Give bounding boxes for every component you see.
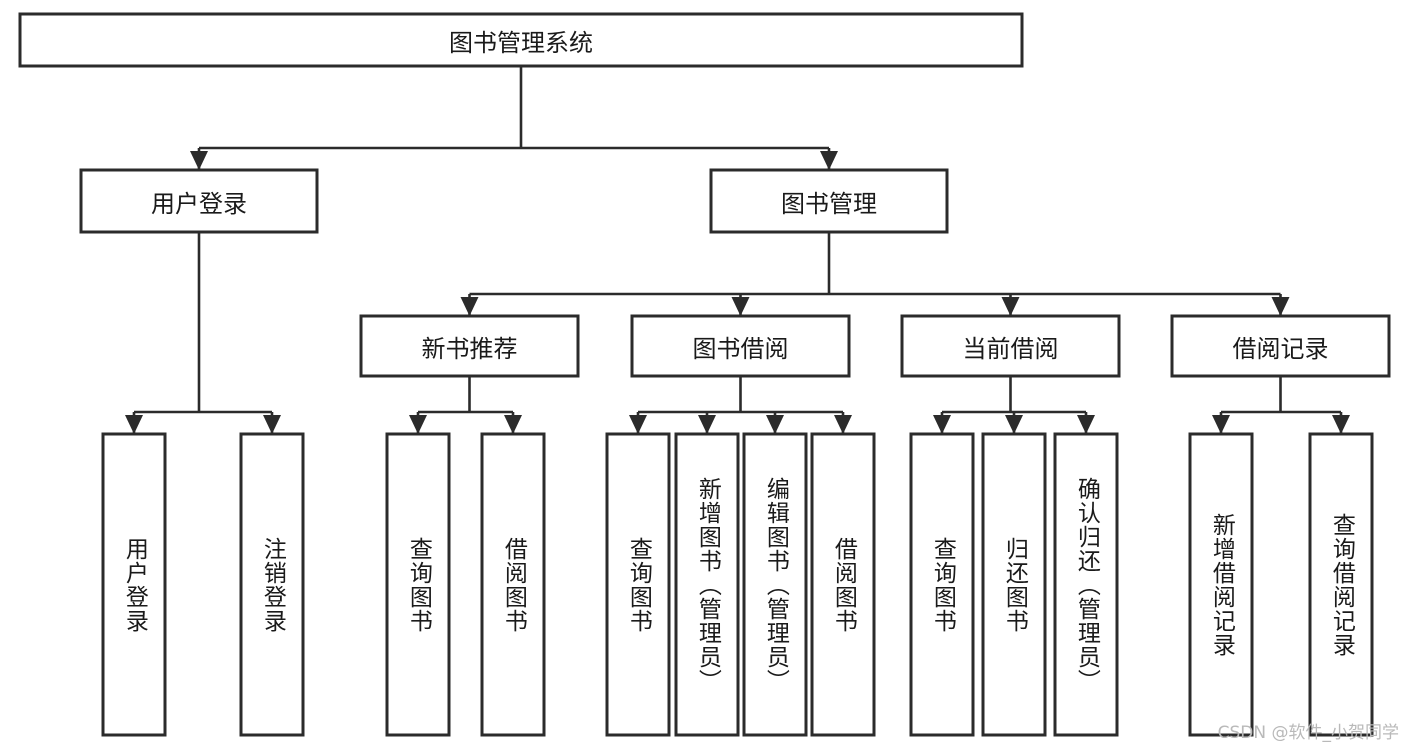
node-box-leaf-edit-book[interactable] xyxy=(742,432,808,737)
edge-arrowhead xyxy=(766,415,784,434)
node-box-new-book-rec[interactable] xyxy=(359,314,580,378)
edge-arrowhead xyxy=(933,415,951,434)
edge-arrowhead xyxy=(1001,297,1020,316)
node-box-leaf-add-book[interactable] xyxy=(674,432,740,737)
node-box-leaf-return-book[interactable] xyxy=(981,432,1047,737)
edge-arrowhead xyxy=(820,151,838,170)
edge-arrowhead xyxy=(504,415,522,434)
node-box-leaf-confirm-return[interactable] xyxy=(1053,432,1119,737)
node-box-leaf-user-login[interactable] xyxy=(101,432,167,737)
edge-arrowhead xyxy=(1077,415,1095,434)
node-box-leaf-add-record[interactable] xyxy=(1188,432,1254,737)
edge-arrowhead xyxy=(629,415,647,434)
node-box-leaf-query-book-3[interactable] xyxy=(909,432,975,737)
edge-arrowhead xyxy=(190,151,208,170)
node-box-leaf-query-record[interactable] xyxy=(1308,432,1374,737)
edge-arrowhead xyxy=(460,297,479,316)
edge-arrowhead xyxy=(1005,415,1023,434)
node-box-current-borrow[interactable] xyxy=(900,314,1121,378)
node-box-user-login[interactable] xyxy=(79,168,319,234)
edge-arrowhead xyxy=(125,415,143,434)
edge-arrowhead xyxy=(1271,297,1290,316)
node-box-leaf-query-book-2[interactable] xyxy=(605,432,671,737)
watermark-text: CSDN @软件_小贺同学 xyxy=(1217,723,1399,743)
node-box-book-manage[interactable] xyxy=(709,168,949,234)
edge-arrowhead xyxy=(409,415,427,434)
edge-arrowhead xyxy=(1212,415,1230,434)
node-box-root[interactable] xyxy=(18,12,1024,68)
node-box-leaf-borrow-book-2[interactable] xyxy=(810,432,876,737)
edge-arrowhead xyxy=(731,297,750,316)
node-box-leaf-logout[interactable] xyxy=(239,432,305,737)
edge-arrowhead xyxy=(698,415,716,434)
node-box-borrow-record[interactable] xyxy=(1170,314,1391,378)
edge-arrowhead xyxy=(263,415,281,434)
node-box-book-borrow[interactable] xyxy=(630,314,851,378)
connector-layer xyxy=(125,66,1350,434)
node-box-leaf-borrow-book-1[interactable] xyxy=(480,432,546,737)
edge-arrowhead xyxy=(834,415,852,434)
node-box-leaf-query-book-1[interactable] xyxy=(385,432,451,737)
node-box-layer xyxy=(18,12,1391,737)
edge-arrowhead xyxy=(1332,415,1350,434)
